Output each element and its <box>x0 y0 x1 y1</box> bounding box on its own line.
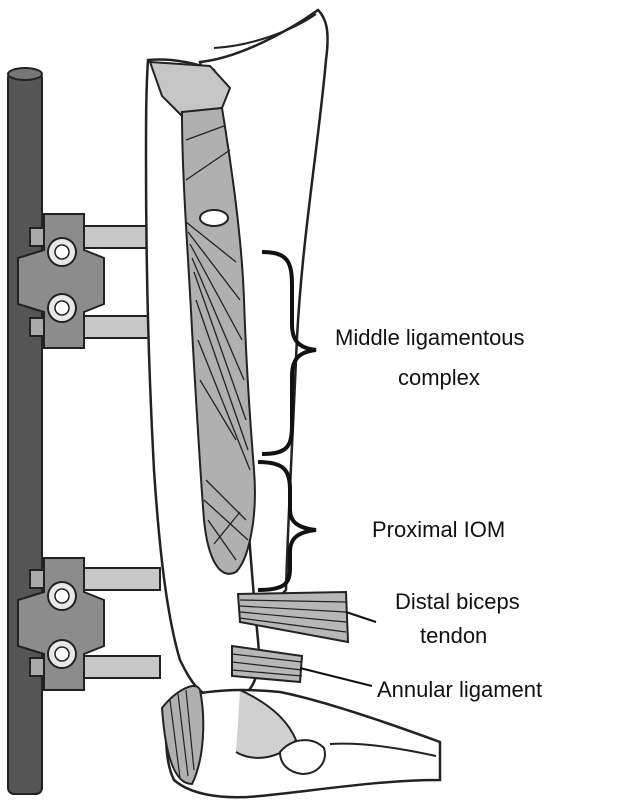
label-biceps-tendon: tendon <box>420 623 487 648</box>
label-annular-ligament: Annular ligament <box>377 677 542 702</box>
label-proximal-iom: Proximal IOM <box>372 517 505 542</box>
annular-ligament-band <box>232 646 302 682</box>
label-middle-complex: complex <box>398 365 480 390</box>
biceps-leader-line <box>346 612 376 622</box>
membrane-foramen <box>200 210 228 226</box>
fixator-bar <box>8 68 42 794</box>
annular-leader-line <box>300 668 372 686</box>
label-middle-ligamentous: Middle ligamentous <box>335 325 525 350</box>
fixator-clamp-upper <box>18 214 160 348</box>
medial-collateral-ligament <box>162 686 203 784</box>
label-distal-biceps: Distal biceps <box>395 589 520 614</box>
fixator-clamp-lower <box>18 558 160 690</box>
